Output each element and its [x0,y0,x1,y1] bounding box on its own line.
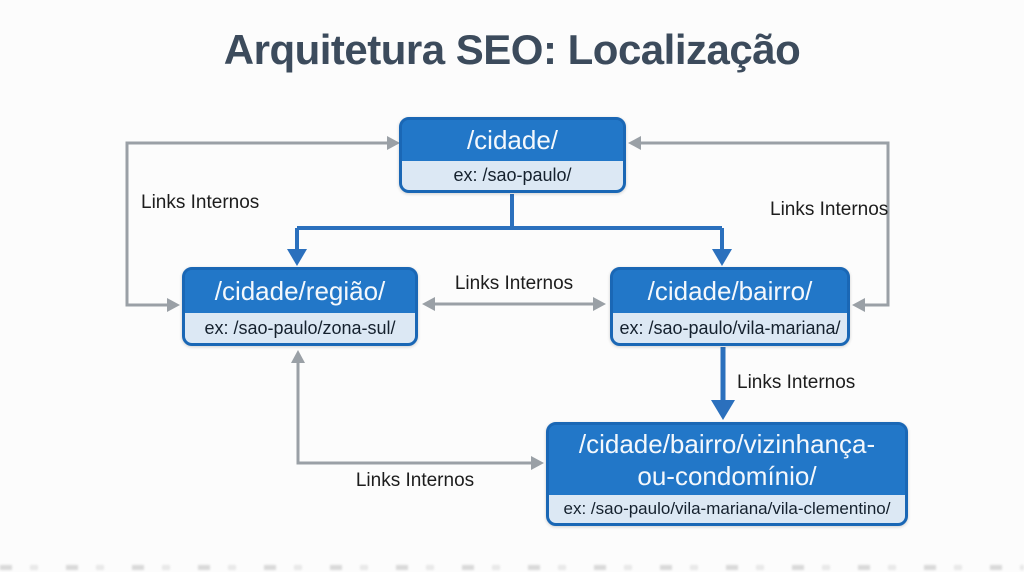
edge-label-links-internos-vertical: Links Internos [737,372,856,393]
arrowhead-down-icon [287,249,307,266]
edge-vizinhanca-regiao [296,362,532,465]
arrowhead-right-icon [167,298,180,312]
bottom-artifact-strip [0,565,1024,570]
arrowhead-left-icon [422,297,435,311]
page-title: Arquitetura SEO: Localização [223,26,801,73]
node-regiao: /cidade/região/ ex: /sao-paulo/zona-sul/ [182,267,418,346]
node-cidade: /cidade/ ex: /sao-paulo/ [399,117,626,193]
node-vizinhanca-path-line2: ou-condomínio/ [637,461,817,491]
node-bairro: /cidade/bairro/ ex: /sao-paulo/vila-mari… [610,267,850,346]
arrowhead-down-icon [712,249,732,266]
edge-label-links-internos-center: Links Internos [454,273,574,294]
blue-connector-lines [295,194,726,402]
edge-loop-cidade-bairro [640,141,890,307]
arrowhead-right-icon [593,297,606,311]
node-bairro-path: /cidade/bairro/ [613,270,847,313]
arrowhead-right-icon [387,136,400,150]
arrowhead-down-icon [711,400,735,420]
node-bairro-example: ex: /sao-paulo/vila-mariana/ [613,313,847,343]
edge-label-links-internos-left: Links Internos [141,192,260,213]
node-vizinhanca-path-line1: /cidade/bairro/vizinhança- [578,428,876,459]
arrowhead-up-icon [291,350,305,363]
node-vizinhanca-example: ex: /sao-paulo/vila-mariana/vila-clement… [549,495,905,523]
node-cidade-path: /cidade/ [402,120,623,161]
edge-loop-cidade-regiao [125,141,388,307]
arrowhead-right-icon [531,456,544,470]
edge-label-links-internos-bottom: Links Internos [355,470,475,491]
arrowhead-left-icon [852,298,865,312]
node-vizinhanca-path: /cidade/bairro/vizinhança- ou-condomínio… [549,425,905,495]
node-vizinhanca: /cidade/bairro/vizinhança- ou-condomínio… [546,422,908,526]
node-regiao-example: ex: /sao-paulo/zona-sul/ [185,313,415,343]
gray-connector-lines [125,141,890,465]
gray-arrowheads [167,136,865,470]
node-regiao-path: /cidade/região/ [185,270,415,313]
edge-label-links-internos-right: Links Internos [770,199,889,220]
node-cidade-example: ex: /sao-paulo/ [402,161,623,190]
arrowhead-left-icon [628,136,641,150]
blue-arrowheads [287,249,735,420]
